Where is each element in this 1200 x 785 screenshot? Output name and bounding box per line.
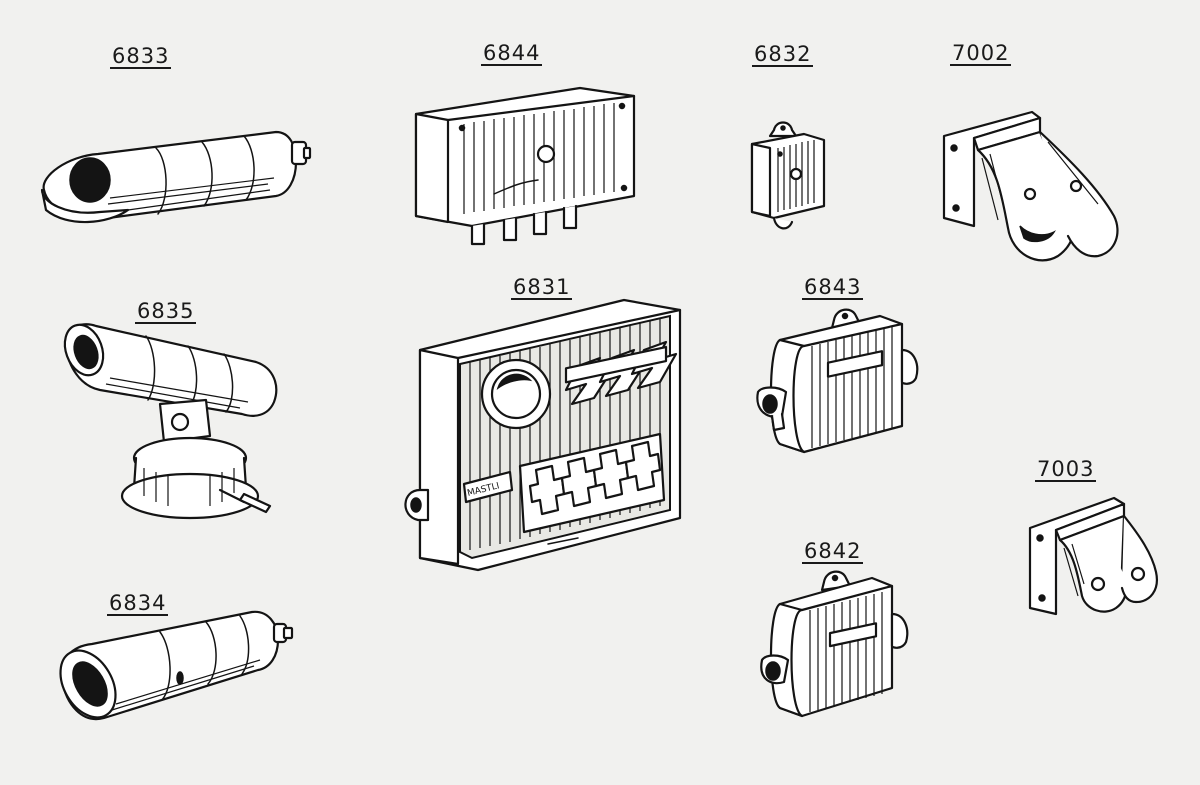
part-label-6831: 6831: [511, 275, 573, 300]
part-label-6844: 6844: [481, 41, 543, 66]
part-6843-illustration: [756, 306, 922, 462]
part-label-6835: 6835: [135, 299, 197, 324]
part-6835-illustration: [60, 318, 282, 524]
part-6831-illustration: MASTLI: [398, 294, 684, 578]
part-label-6833: 6833: [110, 44, 172, 69]
part-6832-illustration: [746, 118, 828, 240]
part-6833-illustration: [38, 118, 310, 236]
part-6844-illustration: [412, 84, 638, 254]
part-label-6842: 6842: [802, 539, 864, 564]
part-6842-illustration: [760, 568, 914, 724]
part-label-6843: 6843: [802, 275, 864, 300]
part-6834-illustration: [56, 604, 296, 736]
part-7003-illustration: [1026, 492, 1160, 620]
part-7002-illustration: [938, 108, 1122, 270]
part-label-6834: 6834: [107, 591, 169, 616]
part-label-6832: 6832: [752, 42, 814, 67]
part-label-7002: 7002: [950, 41, 1012, 66]
part-label-7003: 7003: [1035, 457, 1097, 482]
